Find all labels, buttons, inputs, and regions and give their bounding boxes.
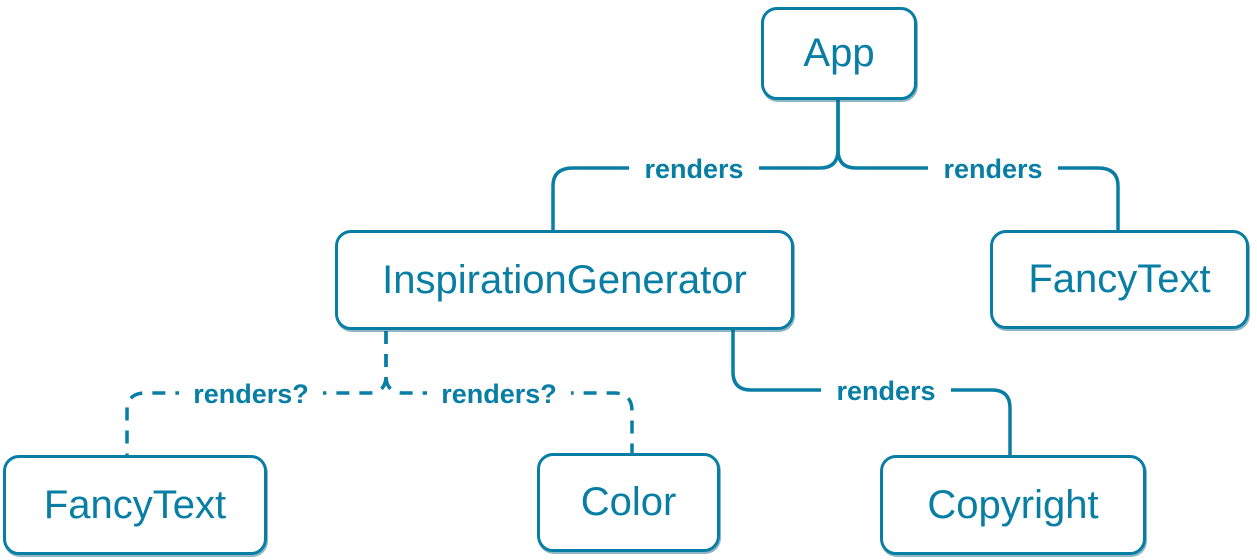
- edge-label-renders: renders: [836, 376, 935, 406]
- edge-inspirationgenerator-color-dashed: [384, 331, 634, 453]
- edge-label-mask: [629, 152, 759, 184]
- node-app: App: [761, 7, 917, 100]
- edge-label-renders-conditional: renders?: [441, 379, 557, 409]
- edge-label-mask: [427, 377, 571, 409]
- node-app-label: App: [803, 31, 875, 75]
- node-color: Color: [537, 453, 720, 552]
- node-fancy-text-bottom-label: FancyText: [43, 482, 227, 527]
- node-copyright: Copyright: [880, 455, 1146, 555]
- node-color-label: Color: [580, 480, 677, 524]
- node-inspiration-generator: InspirationGenerator: [335, 230, 794, 330]
- edge-label-renders: renders: [943, 154, 1042, 184]
- edge-label-renders: renders: [644, 154, 743, 184]
- edge-label-mask: [821, 374, 951, 406]
- edge-label-renders-conditional: renders?: [193, 379, 309, 409]
- node-fancy-text-bottom: FancyText: [3, 455, 267, 555]
- node-copyright-label: Copyright: [927, 482, 1099, 527]
- edge-label-mask: [928, 152, 1058, 184]
- node-fancy-text-top-label: FancyText: [1028, 257, 1211, 301]
- node-fancy-text-top: FancyText: [990, 230, 1249, 329]
- edge-label-mask: [179, 377, 323, 409]
- node-inspiration-generator-label: InspirationGenerator: [382, 257, 747, 302]
